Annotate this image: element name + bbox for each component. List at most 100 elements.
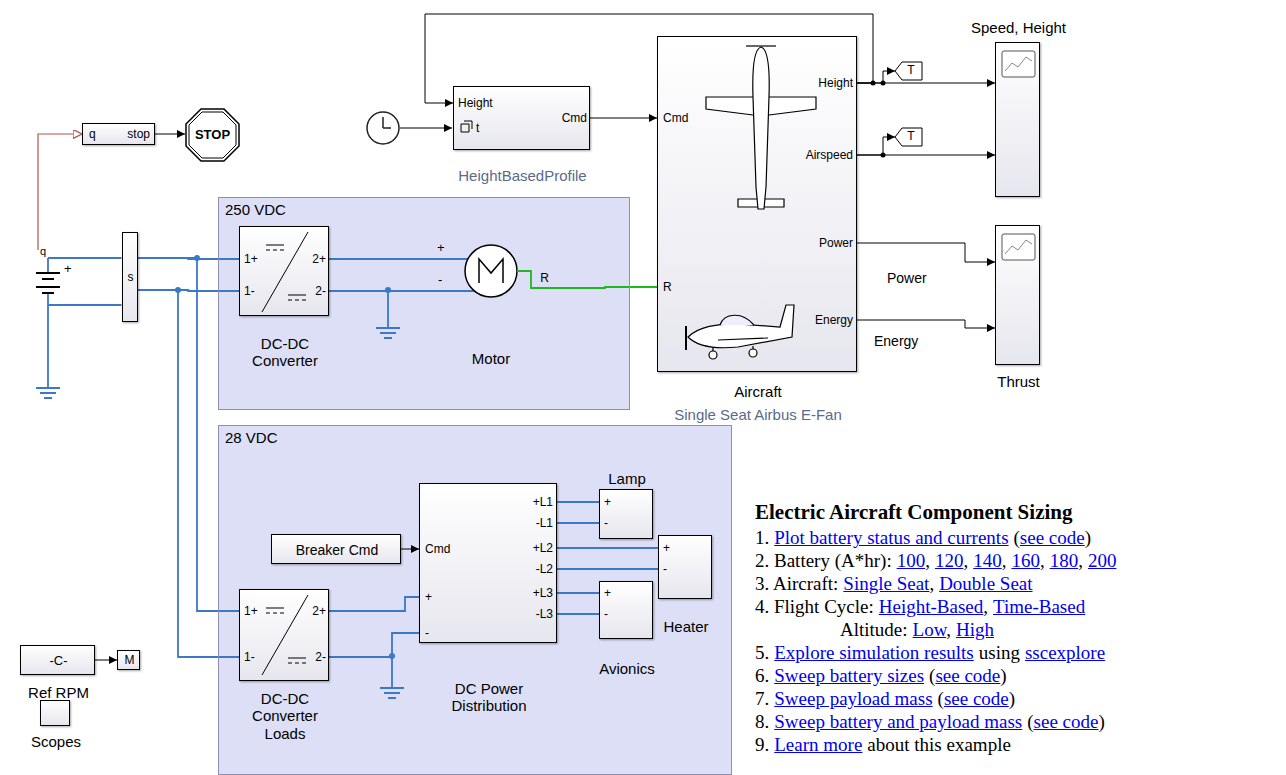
block-icon xyxy=(1002,234,1035,260)
panel-text: , xyxy=(946,619,951,640)
panel-text: Altitude: xyxy=(840,619,908,640)
block-icon xyxy=(465,245,517,297)
hyperlink: 140 xyxy=(973,550,1002,571)
ps-simulink-block: q stop xyxy=(82,123,155,145)
voltage-band: 250 VDC1+1-2+2-DC-DC Converter+-RMotor xyxy=(218,197,630,410)
port-label: + xyxy=(604,587,611,601)
panel-text: ) xyxy=(1009,688,1015,709)
panel-line: 3. Aircraft:Single Seat,Double Seat xyxy=(755,572,1116,595)
electrical-wire xyxy=(329,597,419,611)
panel-text: ) xyxy=(1098,711,1104,732)
port-label: stop xyxy=(127,128,150,142)
signal-line xyxy=(155,134,185,135)
block-name: HeightBasedProfile xyxy=(433,167,613,184)
port-label: t xyxy=(476,122,479,136)
electrical-wire xyxy=(557,547,658,549)
label-text: s xyxy=(128,270,134,284)
signal-line xyxy=(857,320,995,328)
panel-text: 3. Aircraft: xyxy=(755,573,838,594)
label-text: STOP xyxy=(195,127,230,142)
physical-signal-line xyxy=(38,134,82,245)
electrical-wire xyxy=(329,633,419,657)
panel-text: 6. xyxy=(755,665,769,686)
signal-line xyxy=(857,71,895,83)
panel-text: 1. xyxy=(755,527,769,548)
panel-text: 9. xyxy=(755,734,769,755)
hyperlink: see code xyxy=(935,665,1000,686)
label-text: M xyxy=(125,653,135,667)
block-name: Thrust xyxy=(979,373,1059,390)
port-label: M xyxy=(125,654,135,668)
port-label: q xyxy=(89,128,96,142)
port-label: Cmd xyxy=(663,112,688,126)
block-icon xyxy=(686,46,816,359)
electrical-wire xyxy=(329,290,431,292)
hyperlink: Explore simulation results xyxy=(774,642,973,663)
block-icon xyxy=(1002,51,1035,77)
electrical-wire xyxy=(76,304,122,306)
label-text: Cmd xyxy=(425,542,450,556)
label-text: 1- xyxy=(244,284,255,298)
panel-text: ( xyxy=(929,665,935,686)
panel-text: , xyxy=(1078,550,1083,571)
hyperlink: Learn more xyxy=(774,734,862,755)
label-text: + xyxy=(604,586,611,600)
label-text: Thrust xyxy=(997,373,1040,390)
label-text: Height xyxy=(818,76,853,90)
block-icon xyxy=(479,259,503,283)
label-text: 2+ xyxy=(312,252,326,266)
block-name: Heater xyxy=(651,618,721,635)
panel-text: 4. Flight Cycle: xyxy=(755,596,874,617)
block-icon xyxy=(996,226,1041,366)
port-label: 1+ xyxy=(244,253,258,267)
converter-block: 1+1-2+2-DC-DC Converter xyxy=(239,226,329,316)
label-text: Scopes xyxy=(31,733,81,750)
block-icon xyxy=(746,45,776,46)
panel-line: 6.Sweep battery sizes(see code) xyxy=(755,664,1116,687)
port-label: + xyxy=(437,241,445,256)
label-text: 2- xyxy=(315,284,326,298)
label-text: DC Power Distribution xyxy=(451,680,526,714)
panel-line: 8.Sweep battery and payload mass(see cod… xyxy=(755,710,1116,733)
scope-block: Speed, Height xyxy=(995,42,1040,197)
hyperlink: Sweep payload mass xyxy=(774,688,932,709)
label-text: Heater xyxy=(663,618,708,635)
port-label: q xyxy=(40,245,46,258)
hyperlink: Height-Based xyxy=(879,596,983,617)
hyperlink: see code xyxy=(1020,527,1085,548)
block-name: DC-DC Converter xyxy=(245,335,325,370)
info-panel: Electric Aircraft Component Sizing1.Plot… xyxy=(755,498,1116,756)
block-name: Scopes xyxy=(21,733,91,750)
label-text: DC-DC Converter xyxy=(252,335,318,369)
clock-symbol xyxy=(383,117,391,128)
port-label: + xyxy=(64,262,72,277)
goto-tag: T xyxy=(895,128,922,146)
label-text: -C- xyxy=(49,653,67,668)
block-icon xyxy=(240,590,330,682)
clock-symbol xyxy=(367,112,452,144)
label-text: T xyxy=(907,129,914,143)
panel-line: 1.Plot battery status and currents(see c… xyxy=(755,526,1116,549)
panel-text: , xyxy=(925,550,930,571)
hyperlink: 200 xyxy=(1088,550,1117,571)
port-label: 2- xyxy=(315,285,326,299)
port-label: T xyxy=(907,130,914,144)
block-icon xyxy=(753,47,769,209)
goto-tag: T xyxy=(895,62,922,80)
port-label: 2- xyxy=(315,651,326,665)
label-text: 1+ xyxy=(244,252,258,266)
electrical-wire xyxy=(76,257,122,259)
hyperlink: Sweep battery and payload mass xyxy=(774,711,1022,732)
block-icon xyxy=(266,608,306,663)
panel-text: 7. xyxy=(755,688,769,709)
label-text: Motor xyxy=(472,350,510,367)
panel-line: 5.Explore simulation resultsusingsscexpl… xyxy=(755,641,1116,664)
block-name: DC Power Distribution xyxy=(429,680,549,715)
label-text: q xyxy=(89,127,96,141)
band-title: 28 VDC xyxy=(225,429,278,446)
panel-text: about this example xyxy=(867,734,1011,755)
label-text: Power xyxy=(819,236,853,250)
block-name: Aircraft xyxy=(698,383,818,400)
signal-name: Power xyxy=(885,270,929,286)
